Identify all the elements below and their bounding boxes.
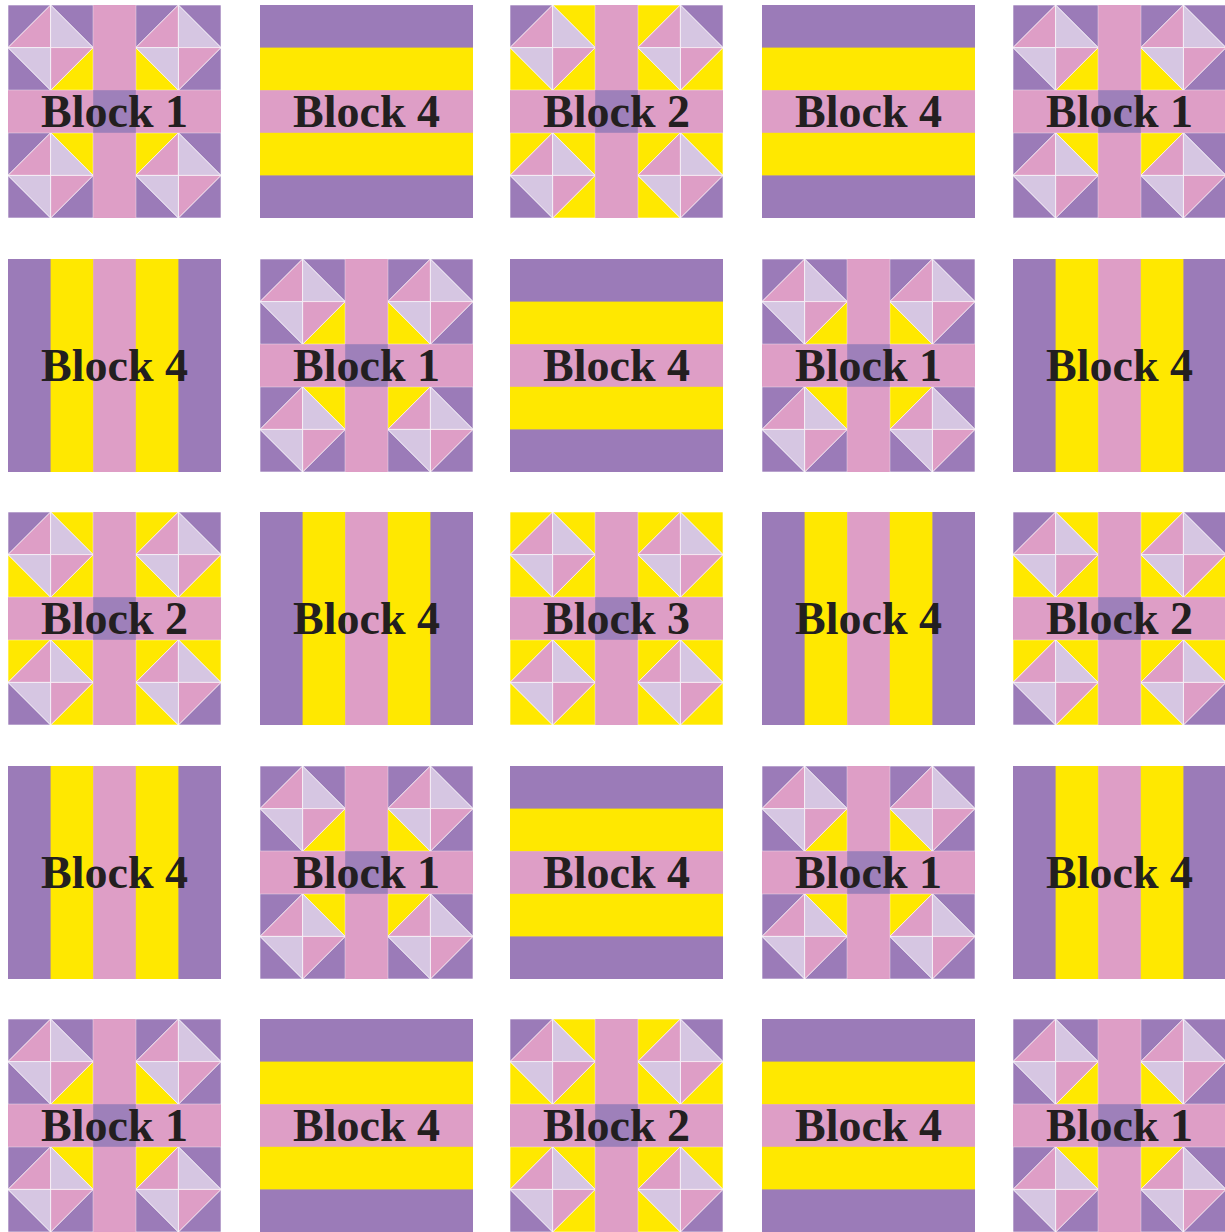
quilt-block: Block 4 [510, 259, 723, 472]
block-label: Block 4 [795, 89, 942, 135]
quilt-block: Block 4 [762, 5, 975, 218]
label-holder: Block 4 [260, 512, 473, 725]
block-label: Block 2 [543, 89, 690, 135]
block-label: Block 1 [293, 343, 440, 389]
block-label: Block 1 [1046, 1103, 1193, 1149]
block-label: Block 2 [1046, 596, 1193, 642]
quilt-block: Block 4 [8, 766, 221, 979]
quilt-block: Block 3 [510, 512, 723, 725]
block-label: Block 4 [543, 850, 690, 896]
label-holder: Block 3 [510, 512, 723, 725]
block-label: Block 4 [41, 850, 188, 896]
label-holder: Block 4 [510, 766, 723, 979]
block-label: Block 1 [41, 1103, 188, 1149]
block-label: Block 1 [795, 850, 942, 896]
block-label: Block 4 [293, 596, 440, 642]
quilt-block: Block 4 [8, 259, 221, 472]
label-holder: Block 4 [1013, 259, 1225, 472]
quilt-block: Block 1 [1013, 1019, 1225, 1232]
block-label: Block 4 [293, 89, 440, 135]
quilt-block: Block 1 [762, 766, 975, 979]
block-label: Block 1 [1046, 89, 1193, 135]
quilt-block: Block 4 [762, 1019, 975, 1232]
block-label: Block 4 [543, 343, 690, 389]
label-holder: Block 1 [8, 5, 221, 218]
label-holder: Block 1 [762, 259, 975, 472]
quilt-block: Block 1 [8, 1019, 221, 1232]
label-holder: Block 1 [1013, 5, 1225, 218]
quilt-block: Block 1 [8, 5, 221, 218]
block-label: Block 1 [41, 89, 188, 135]
block-label: Block 4 [1046, 343, 1193, 389]
label-holder: Block 4 [762, 1019, 975, 1232]
label-holder: Block 2 [510, 1019, 723, 1232]
block-label: Block 4 [795, 1103, 942, 1149]
quilt-block: Block 1 [762, 259, 975, 472]
block-label: Block 3 [543, 596, 690, 642]
quilt-block: Block 2 [8, 512, 221, 725]
quilt-block: Block 4 [260, 512, 473, 725]
label-holder: Block 1 [1013, 1019, 1225, 1232]
label-holder: Block 4 [510, 259, 723, 472]
block-label: Block 4 [41, 343, 188, 389]
quilt-block: Block 2 [510, 1019, 723, 1232]
label-holder: Block 4 [8, 259, 221, 472]
label-holder: Block 4 [1013, 766, 1225, 979]
quilt-block: Block 2 [510, 5, 723, 218]
block-label: Block 2 [543, 1103, 690, 1149]
quilt-block: Block 4 [260, 5, 473, 218]
label-holder: Block 1 [260, 766, 473, 979]
quilt-block: Block 1 [1013, 5, 1225, 218]
label-holder: Block 2 [510, 5, 723, 218]
label-holder: Block 1 [762, 766, 975, 979]
quilt-block: Block 4 [260, 1019, 473, 1232]
block-label: Block 1 [293, 850, 440, 896]
block-label: Block 4 [1046, 850, 1193, 896]
quilt-block: Block 2 [1013, 512, 1225, 725]
block-label: Block 2 [41, 596, 188, 642]
label-holder: Block 1 [260, 259, 473, 472]
label-holder: Block 2 [8, 512, 221, 725]
block-label: Block 4 [795, 596, 942, 642]
label-holder: Block 4 [260, 1019, 473, 1232]
label-holder: Block 4 [260, 5, 473, 218]
quilt-block: Block 4 [762, 512, 975, 725]
label-holder: Block 4 [8, 766, 221, 979]
quilt-block: Block 4 [1013, 259, 1225, 472]
quilt-block: Block 4 [510, 766, 723, 979]
label-holder: Block 2 [1013, 512, 1225, 725]
quilt-block: Block 4 [1013, 766, 1225, 979]
label-holder: Block 4 [762, 5, 975, 218]
quilt-block: Block 1 [260, 259, 473, 472]
label-holder: Block 4 [762, 512, 975, 725]
block-label: Block 1 [795, 343, 942, 389]
quilt-block: Block 1 [260, 766, 473, 979]
block-label: Block 4 [293, 1103, 440, 1149]
label-holder: Block 1 [8, 1019, 221, 1232]
